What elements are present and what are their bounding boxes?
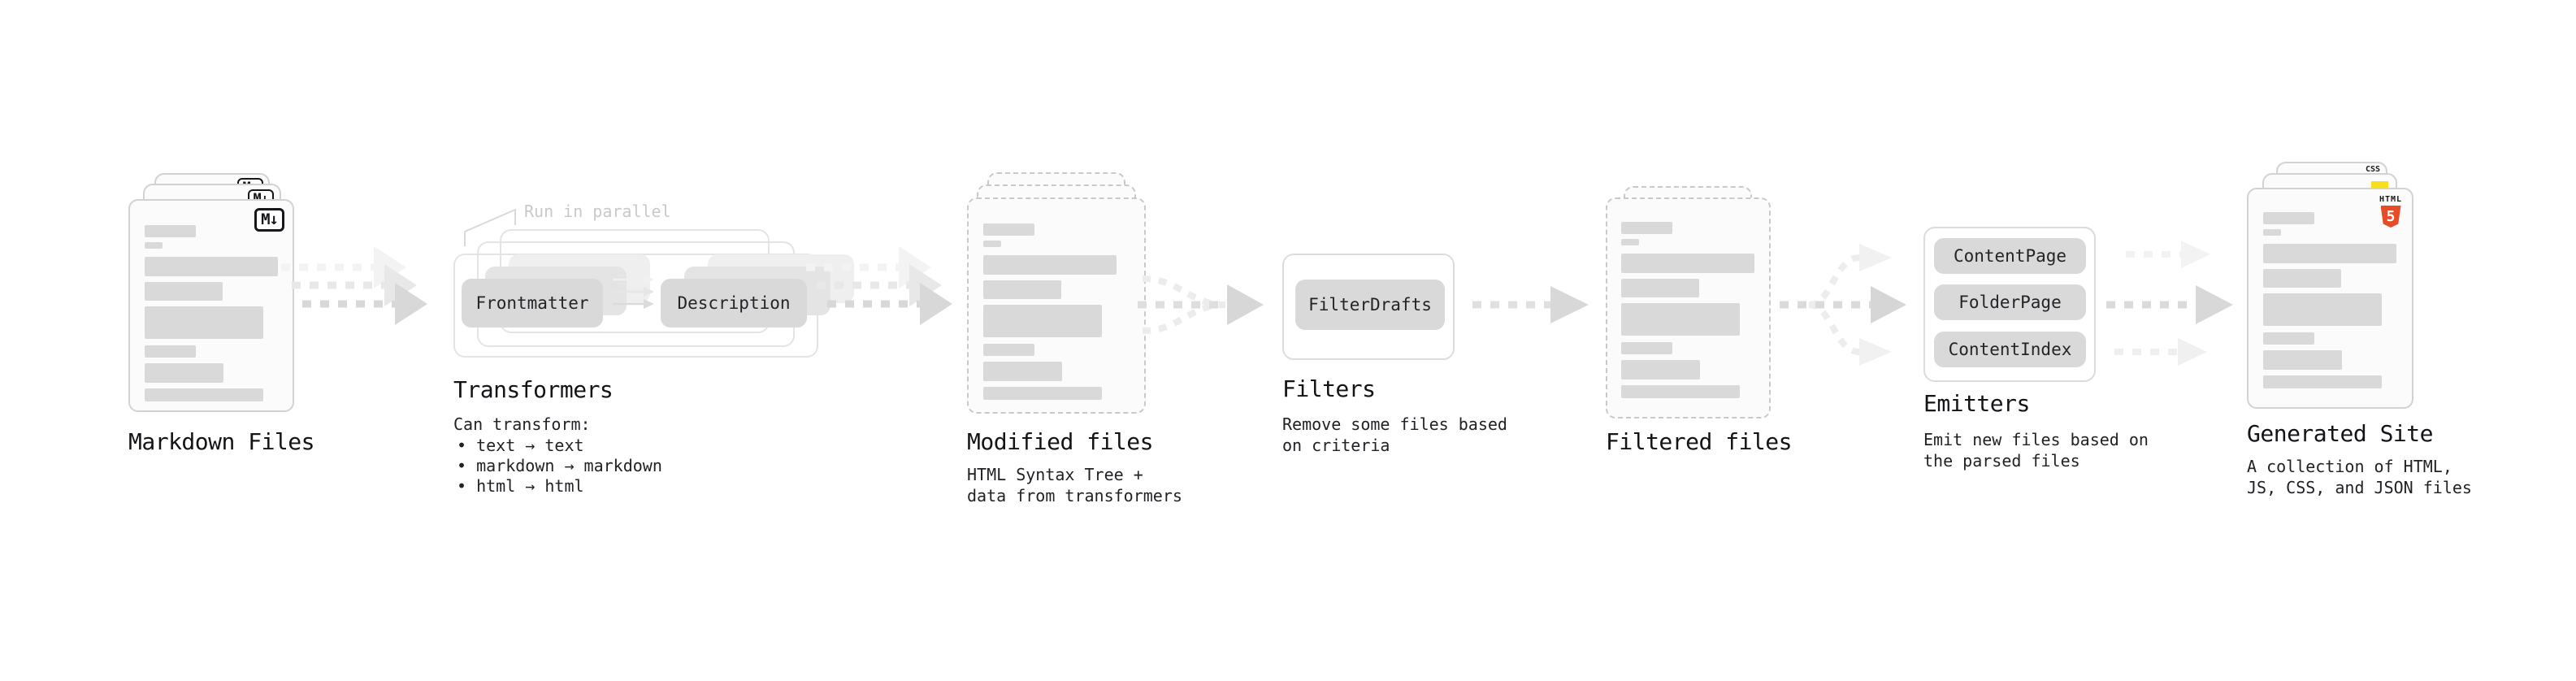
- bullet-line: • markdown → markdown: [457, 456, 662, 475]
- markdown-icon: M↓: [254, 208, 284, 232]
- placeholder-text-bar: [145, 257, 278, 276]
- transformer-frontmatter-pill: Frontmatter: [462, 279, 603, 327]
- emitter-contentpage-pill: ContentPage: [1934, 238, 2086, 274]
- arrows-emitters-to-generated: [2106, 241, 2233, 366]
- generated-site-caption: A collection of HTML, JS, CSS, and JSON …: [2247, 456, 2472, 498]
- bullet-line: • html → html: [457, 476, 584, 496]
- caption-line: data from transformers: [967, 486, 1182, 505]
- placeholder-text-bar: [145, 363, 223, 383]
- transformers-label: Transformers: [453, 376, 614, 403]
- filtered-file-card-front: [1606, 197, 1771, 419]
- placeholder-text-bar: [145, 225, 196, 237]
- file-content-bars: [2263, 212, 2396, 388]
- arrow-markdown-to-transformers: [281, 246, 427, 325]
- transformers-caption-title: Can transform:: [453, 414, 591, 434]
- html5-shield: 5: [2380, 206, 2401, 228]
- placeholder-text-bar: [1621, 239, 1639, 245]
- emitter-contentindex-pill: ContentIndex: [1934, 332, 2086, 367]
- arrow-filtered-to-emitters-diverge: [1780, 244, 1906, 366]
- placeholder-text-bar: [983, 362, 1062, 381]
- emitter-folderpage-pill: FolderPage: [1934, 284, 2086, 320]
- placeholder-text-bar: [1621, 360, 1700, 380]
- filtered-files-label: Filtered files: [1606, 428, 1793, 455]
- placeholder-text-bar: [1621, 385, 1740, 398]
- placeholder-text-bar: [145, 306, 263, 339]
- caption-line: JS, CSS, and JSON files: [2247, 478, 2472, 497]
- placeholder-text-bar: [2263, 269, 2341, 288]
- transformers-caption-bullets: • text → text • markdown → markdown • ht…: [457, 436, 662, 497]
- placeholder-text-bar: [1621, 342, 1672, 354]
- filters-caption: Remove some files based on criteria: [1282, 414, 1507, 456]
- filter-drafts-pill: FilterDrafts: [1295, 280, 1445, 330]
- emitters-label: Emitters: [1923, 390, 2030, 417]
- caption-line: on criteria: [1282, 436, 1390, 455]
- placeholder-text-bar: [983, 241, 1001, 247]
- markdown-file-card-front: M↓: [128, 199, 294, 412]
- parallel-flow-arrows-icon: [613, 275, 654, 309]
- arrow-transformers-to-modified: [806, 246, 952, 325]
- placeholder-text-bar: [983, 387, 1102, 400]
- placeholder-text-bar: [983, 305, 1102, 337]
- emitters-caption: Emit new files based on the parsed files: [1923, 429, 2149, 471]
- file-content-bars: [983, 223, 1117, 400]
- caption-line: HTML Syntax Tree +: [967, 465, 1143, 484]
- placeholder-text-bar: [983, 344, 1034, 356]
- placeholder-text-bar: [983, 223, 1034, 236]
- js-icon: [2371, 181, 2388, 190]
- placeholder-text-bar: [145, 282, 223, 301]
- modified-files-label: Modified files: [967, 428, 1154, 455]
- transformer-description-pill: Description: [661, 279, 807, 327]
- placeholder-text-bar: [2263, 212, 2314, 224]
- file-content-bars: [145, 225, 278, 401]
- caption-line: Remove some files based: [1282, 414, 1507, 434]
- generated-site-label: Generated Site: [2247, 420, 2434, 447]
- placeholder-text-bar: [2263, 350, 2342, 370]
- placeholder-text-bar: [2263, 229, 2281, 236]
- file-content-bars: [1621, 222, 1754, 398]
- arrow-filters-to-filtered: [1472, 286, 1589, 323]
- placeholder-text-bar: [1621, 303, 1740, 336]
- placeholder-text-bar: [2263, 375, 2382, 388]
- placeholder-text-bar: [2263, 293, 2382, 326]
- bullet-line: • text → text: [457, 436, 584, 455]
- placeholder-text-bar: [145, 345, 196, 358]
- placeholder-text-bar: [2263, 332, 2314, 345]
- annotation-leader-line: [464, 208, 516, 246]
- placeholder-text-bar: [983, 255, 1117, 275]
- placeholder-text-bar: [145, 388, 263, 401]
- run-in-parallel-annotation: Run in parallel: [524, 202, 671, 221]
- arrow-modified-to-filters-converge: [1138, 275, 1264, 334]
- modified-file-card-front: [967, 197, 1146, 414]
- generated-file-card-front: HTML 5: [2247, 188, 2413, 409]
- placeholder-text-bar: [2263, 244, 2396, 263]
- placeholder-text-bar: [1621, 222, 1672, 234]
- markdown-files-label: Markdown Files: [128, 428, 315, 455]
- html5-icon: HTML 5: [2372, 195, 2409, 228]
- placeholder-text-bar: [983, 280, 1061, 299]
- caption-line: A collection of HTML,: [2247, 457, 2452, 476]
- caption-line: the parsed files: [1923, 451, 2080, 471]
- filters-label: Filters: [1282, 375, 1376, 402]
- placeholder-text-bar: [145, 242, 163, 249]
- html5-word: HTML: [2379, 195, 2403, 204]
- placeholder-text-bar: [1621, 254, 1754, 273]
- modified-files-caption: HTML Syntax Tree + data from transformer…: [967, 464, 1182, 506]
- caption-line: Emit new files based on: [1923, 430, 2149, 449]
- placeholder-text-bar: [1621, 279, 1699, 297]
